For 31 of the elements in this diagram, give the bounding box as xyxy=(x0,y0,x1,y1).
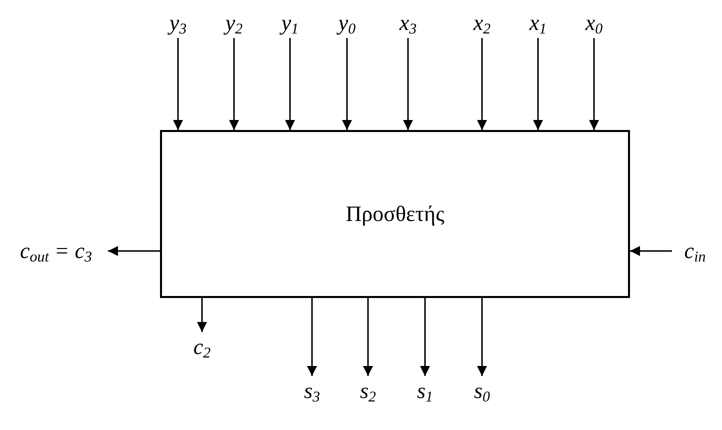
input-signal-label: x$_{3}$ xyxy=(390,8,426,38)
arrow xyxy=(363,298,373,376)
arrow xyxy=(420,298,430,376)
arrow xyxy=(108,246,160,256)
arrow xyxy=(307,298,317,376)
input-signal-label: x$_{1}$ xyxy=(520,8,556,38)
arrow xyxy=(285,38,295,130)
arrow xyxy=(229,38,239,130)
arrow xyxy=(477,298,487,376)
output-signal-label: s$_{1}$ xyxy=(407,376,443,406)
arrow xyxy=(342,38,352,130)
output-signal-label: c$_{2}$ xyxy=(182,332,222,362)
input-signal-label: x$_{2}$ xyxy=(464,8,500,38)
arrow xyxy=(589,38,599,130)
input-signal-label: x$_{0}$ xyxy=(576,8,612,38)
arrow xyxy=(403,38,413,130)
arrow xyxy=(533,38,543,130)
output-signal-label: s$_{2}$ xyxy=(350,376,386,406)
adder-block: Προσθετής xyxy=(160,130,630,298)
input-signal-label: y$_{2}$ xyxy=(216,8,252,38)
input-signal-label: y$_{3}$ xyxy=(160,8,196,38)
output-signal-label: s$_{0}$ xyxy=(464,376,500,406)
arrow xyxy=(197,298,207,332)
arrow xyxy=(477,38,487,130)
input-signal-label: y$_{1}$ xyxy=(272,8,308,38)
output-signal-label: s$_{3}$ xyxy=(294,376,330,406)
input-signal-label: c$_{in}$ xyxy=(672,236,718,266)
arrow xyxy=(173,38,183,130)
arrow xyxy=(630,246,672,256)
output-signal-label: c$_{out}$ = c$_{3}$ xyxy=(4,236,108,266)
input-signal-label: y$_{0}$ xyxy=(329,8,365,38)
